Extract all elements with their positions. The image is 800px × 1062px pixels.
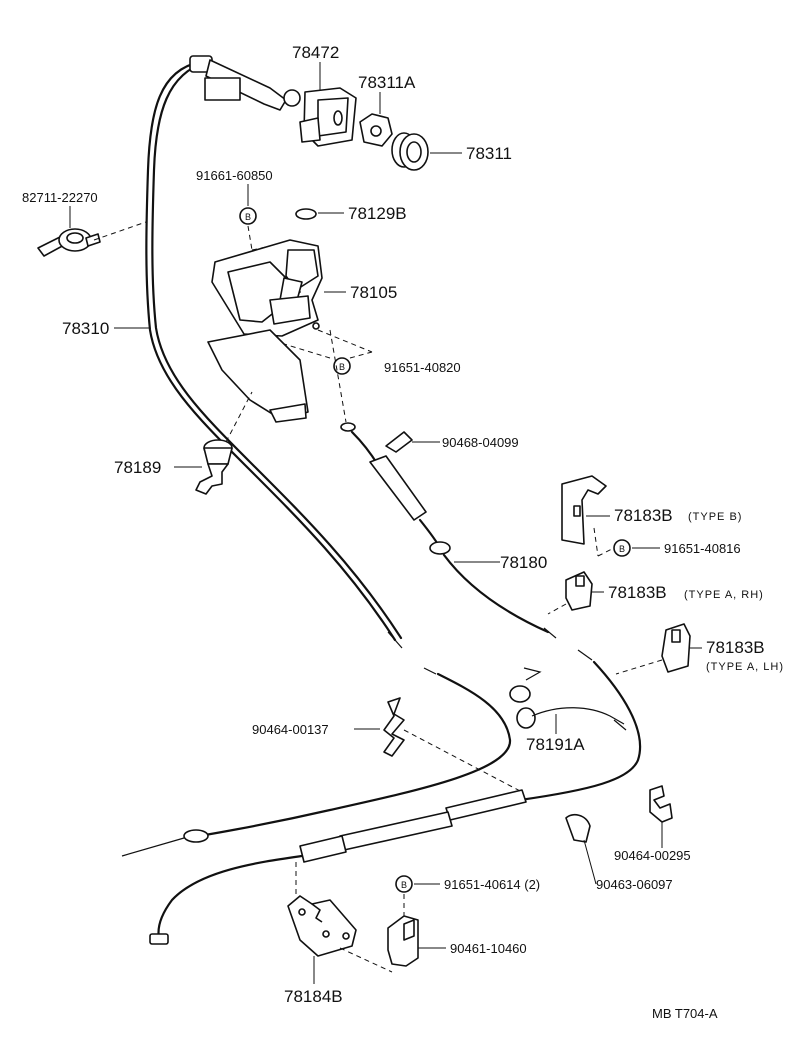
label-78310: 78310 bbox=[62, 319, 109, 338]
label-78105: 78105 bbox=[350, 283, 397, 302]
bolt-marker-4 bbox=[395, 875, 413, 893]
bolt-marker-3 bbox=[613, 539, 631, 557]
clip-90463 bbox=[565, 813, 591, 843]
cable-78180 bbox=[329, 329, 557, 639]
svg-text:B: B bbox=[339, 362, 345, 372]
svg-text:B: B bbox=[401, 880, 407, 890]
bolt-marker-1 bbox=[239, 207, 257, 225]
label-91651-40614: 91651-40614 (2) bbox=[444, 877, 540, 892]
clip-78183B-type-b bbox=[561, 475, 607, 545]
clip-90468 bbox=[385, 431, 413, 453]
bolt-marker-2 bbox=[333, 357, 351, 375]
label-90463-06097: 90463-06097 bbox=[596, 877, 673, 892]
clip-90464-00137 bbox=[383, 697, 405, 757]
label-78129B: 78129B bbox=[348, 204, 407, 223]
svg-text:B: B bbox=[245, 212, 251, 222]
label-78184B: 78184B bbox=[284, 987, 343, 1006]
grommet-78311 bbox=[391, 132, 429, 171]
nut-78311A bbox=[359, 113, 393, 147]
label-91651-40816: 91651-40816 bbox=[664, 541, 741, 556]
bracket-78184B bbox=[287, 895, 357, 957]
label-78183B-type-a-rh: 78183B bbox=[608, 583, 667, 602]
release-handle bbox=[207, 329, 309, 423]
label-78311A: 78311A bbox=[358, 73, 416, 92]
lever-housing-78105 bbox=[211, 239, 323, 337]
label-type-a-lh: (TYPE A, LH) bbox=[706, 661, 784, 673]
lower-cable-right bbox=[149, 649, 642, 945]
label-91661-60850: 91661-60850 bbox=[196, 168, 273, 183]
release-cable-78310 bbox=[145, 55, 403, 649]
grommet-78129B bbox=[295, 208, 317, 220]
label-82711-22270: 82711-22270 bbox=[22, 190, 98, 205]
label-78183B-type-a-lh: 78183B bbox=[706, 638, 765, 657]
label-78183B-type-b: 78183B bbox=[614, 506, 673, 525]
diagram-code: MB T704-A bbox=[652, 1006, 718, 1021]
label-type-b: (TYPE B) bbox=[688, 511, 742, 523]
label-78311: 78311 bbox=[466, 144, 512, 163]
bracket-90461 bbox=[387, 915, 419, 967]
label-78191A: 78191A bbox=[526, 735, 585, 754]
label-78180: 78180 bbox=[500, 553, 547, 572]
clamp-82711 bbox=[37, 228, 101, 257]
label-90464-00295: 90464-00295 bbox=[614, 848, 691, 863]
label-91651-40820: 91651-40820 bbox=[384, 360, 461, 375]
clip-78183B-type-a-lh bbox=[661, 623, 691, 673]
cushion-78189 bbox=[195, 439, 233, 495]
label-type-a-rh: (TYPE A, RH) bbox=[684, 589, 764, 601]
label-90464-00137: 90464-00137 bbox=[252, 722, 329, 737]
clip-78183B-type-a-rh bbox=[565, 571, 593, 611]
clip-90464-00295 bbox=[649, 785, 673, 823]
label-78472: 78472 bbox=[292, 43, 339, 62]
label-78189: 78189 bbox=[114, 458, 161, 477]
svg-text:B: B bbox=[619, 544, 625, 554]
label-90468-04099: 90468-04099 bbox=[442, 435, 519, 450]
lower-cable-left bbox=[121, 667, 512, 857]
label-90461-10460: 90461-10460 bbox=[450, 941, 527, 956]
spring-78191A bbox=[509, 667, 627, 731]
bracket-78472 bbox=[299, 87, 357, 147]
